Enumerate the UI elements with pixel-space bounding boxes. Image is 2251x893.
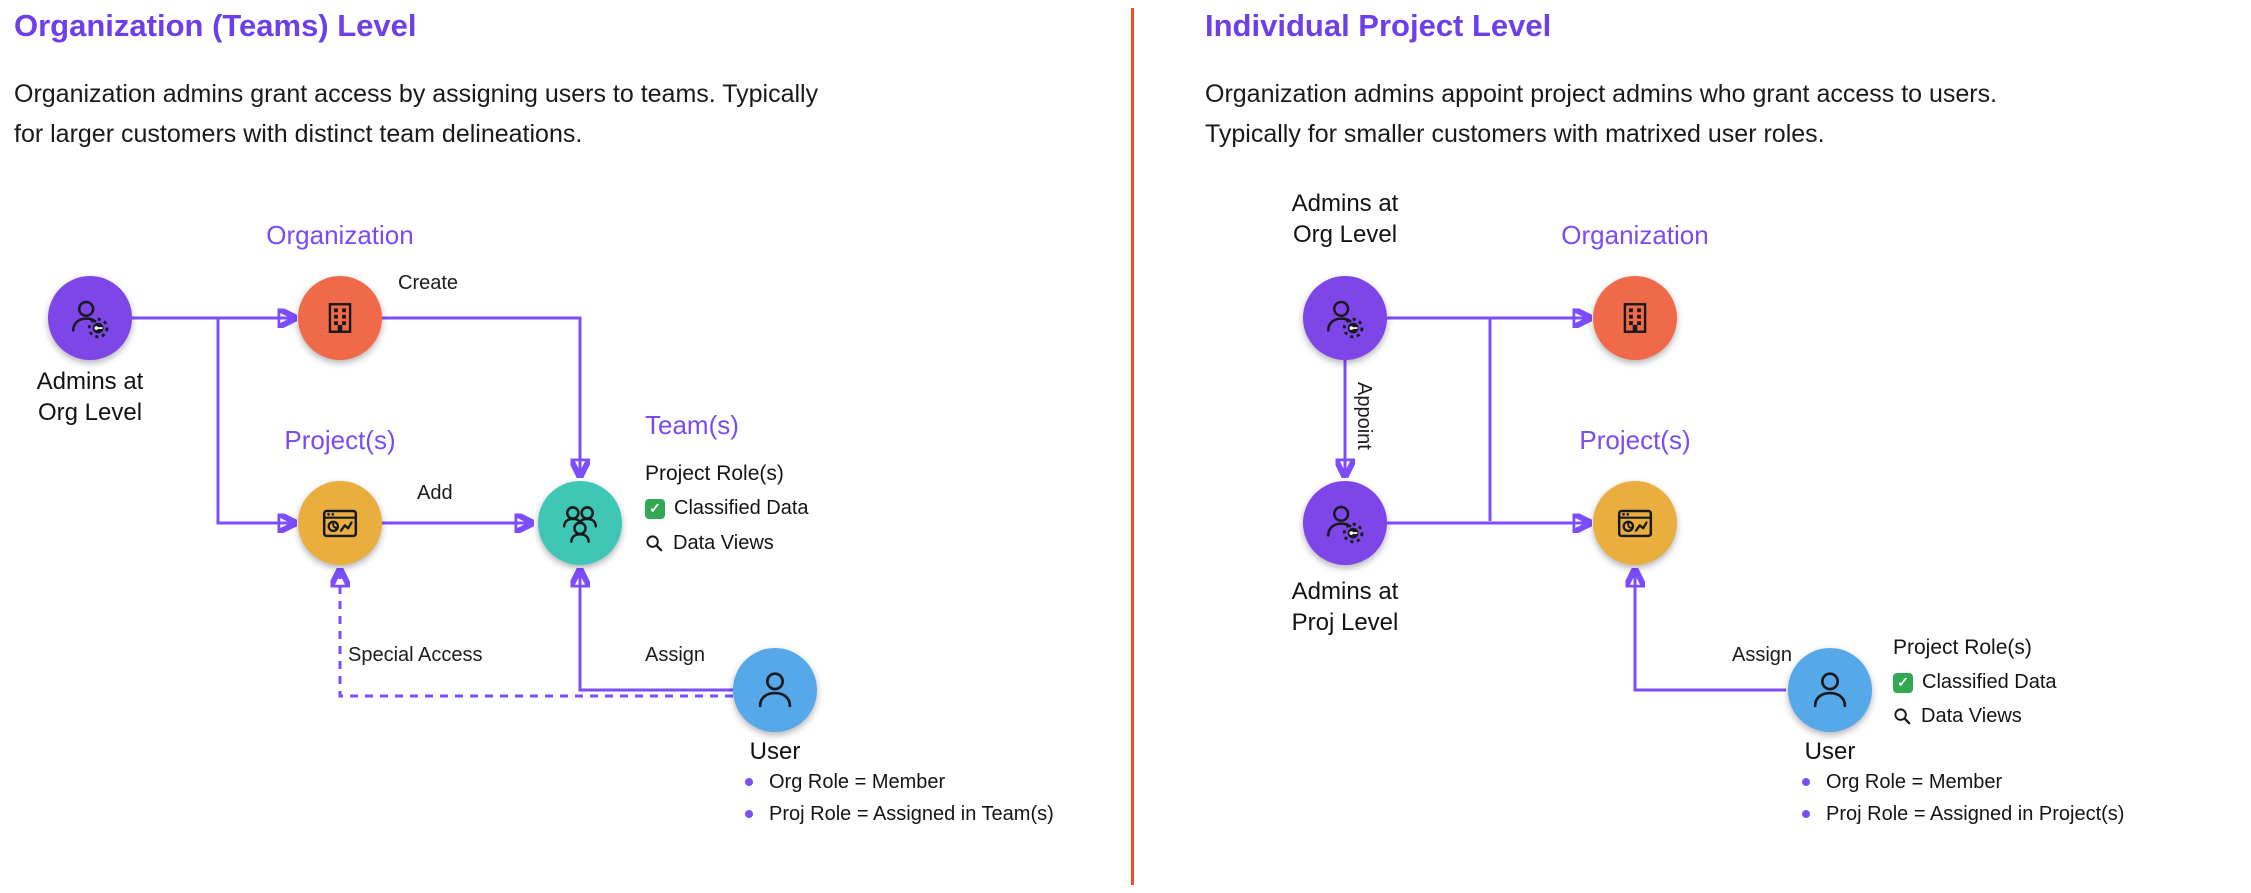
left-organization-label: Organization [266,220,414,250]
panel-divider [1131,8,1134,885]
right-user-node [1788,648,1872,732]
person-gear-icon [1326,300,1364,339]
person-icon [758,672,792,708]
right-organization-node [1593,276,1677,360]
right-user-note-1-text: Org Role = Member [1826,771,2003,793]
left-classified-data-row: ✓ Classified Data [645,497,809,520]
person-gear-icon [1326,505,1364,544]
left-user-note-1: Org Role = Member [745,770,945,794]
left-description-line-1: Organization admins grant access by assi… [14,80,819,108]
bullet-dot [1802,810,1810,818]
browser-chart-icon [1617,509,1653,538]
person-icon [1813,672,1847,708]
magnifier-icon [1894,708,1911,725]
check-icon: ✓ [645,498,665,519]
left-admins-label-line-1: Admins at [36,368,144,395]
right-data-views-label: Data Views [1921,705,2022,727]
magnifier-icon [646,535,663,552]
left-user-note-1-text: Org Role = Member [769,771,946,793]
right-data-views-row: Data Views [1893,705,2022,728]
right-user-label: User [1804,738,1856,765]
left-panel-description: Organization admins grant access by assi… [14,74,818,154]
right-description-line-2: Typically for smaller customers with mat… [1205,120,1825,148]
right-project-roles-heading: Project Role(s) [1893,636,2032,659]
right-admins-org-label-line-2: Org Level [1292,221,1398,248]
right-panel-description: Organization admins appoint project admi… [1205,74,1997,154]
right-appoint-edge-label: Appoint [1353,382,1375,450]
right-admins-proj-label-line-1: Admins at [1291,578,1399,605]
edge-user-to-project [1635,573,1786,692]
right-admins-org-label-line-1: Admins at [1291,190,1399,217]
left-assign-edge-label: Assign [645,644,706,666]
left-classified-data-label: Classified Data [674,497,809,519]
left-admins-label-line-2: Org Level [37,399,143,426]
right-user-note-1: Org Role = Member [1802,770,2002,794]
left-organization-node [298,276,382,360]
left-description-line-2: for larger customers with distinct team … [14,120,583,148]
left-projects-label: Project(s) [284,425,396,455]
left-data-views-row: Data Views [645,532,774,555]
right-panel-title: Individual Project Level [1205,8,1552,43]
right-projects-label: Project(s) [1579,425,1691,455]
left-user-label: User [749,738,801,765]
right-classified-data-row: ✓ Classified Data [1893,671,2057,694]
left-data-views-label: Data Views [673,532,774,554]
left-team-node [538,481,622,565]
building-icon [328,303,352,333]
left-admins-label: Admins at Org Level [25,366,155,428]
left-user-note-2: Proj Role = Assigned in Team(s) [745,802,1054,826]
right-organization-label: Organization [1561,220,1709,250]
left-admins-node [48,276,132,360]
left-special-access-edge-label: Special Access [348,644,483,666]
browser-chart-icon [322,509,358,538]
check-icon: ✓ [1893,672,1913,693]
left-teams-label: Team(s) [645,410,739,440]
edge-admin-to-project [216,318,292,523]
right-admins-org-label: Admins at Org Level [1280,188,1410,250]
bullet-dot [745,810,753,818]
right-project-node [1593,481,1677,565]
right-user-note-2: Proj Role = Assigned in Project(s) [1802,802,2124,826]
left-add-edge-label: Add [417,482,453,504]
edge-user-to-project-special-access [340,573,733,698]
left-create-edge-label: Create [398,272,459,294]
bullet-dot [1802,778,1810,786]
building-icon [1623,303,1647,333]
right-admins-proj-label: Admins at Proj Level [1280,576,1410,638]
left-panel-title: Organization (Teams) Level [14,8,417,43]
right-admins-org-node [1303,276,1387,360]
right-user-note-2-text: Proj Role = Assigned in Project(s) [1826,803,2125,825]
right-admins-proj-label-line-2: Proj Level [1291,609,1399,636]
bullet-dot [745,778,753,786]
left-user-node [733,648,817,732]
right-admins-proj-node [1303,481,1387,565]
right-description-line-1: Organization admins appoint project admi… [1205,80,1998,108]
team-icon [562,506,598,543]
right-assign-edge-label: Assign [1732,644,1793,666]
right-classified-data-label: Classified Data [1922,671,2057,693]
left-user-note-2-text: Proj Role = Assigned in Team(s) [769,803,1054,825]
left-project-node [298,481,382,565]
person-gear-icon [71,300,109,339]
edge-user-to-team [580,573,733,692]
left-team-roles-heading: Project Role(s) [645,462,784,485]
